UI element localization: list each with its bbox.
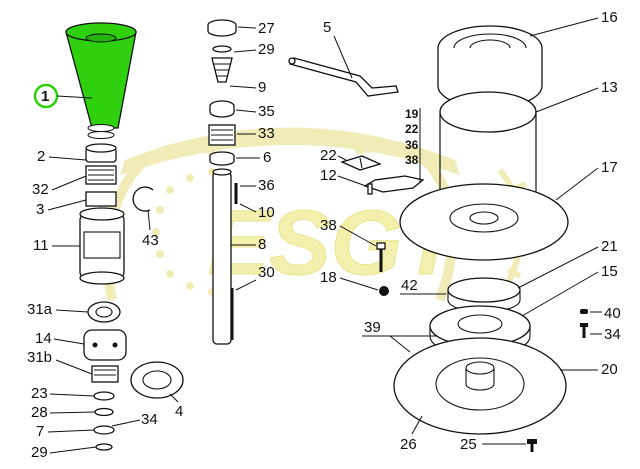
label-31b: 31b: [27, 349, 52, 366]
label-12: 12: [320, 167, 337, 184]
label-36-mid: 36: [258, 177, 275, 194]
label-33: 33: [258, 125, 275, 142]
label-9: 9: [258, 79, 266, 96]
label-14: 14: [35, 330, 52, 347]
label-30: 30: [258, 264, 275, 281]
label-43: 43: [142, 232, 159, 249]
label-18: 18: [320, 269, 337, 286]
label-10: 10: [258, 204, 275, 221]
label-42: 42: [401, 277, 418, 294]
label-7: 7: [36, 423, 44, 440]
label-22: 22: [320, 147, 337, 164]
label-26: 26: [400, 436, 417, 453]
gearbox-stack: [79, 143, 184, 451]
label-38-stack: 38: [405, 153, 419, 167]
part-1-gearbox-cone[interactable]: [65, 22, 137, 139]
label-28: 28: [31, 404, 48, 421]
label-16: 16: [601, 9, 618, 26]
shaft-stack: [207, 19, 238, 345]
label-35: 35: [258, 103, 275, 120]
label-40: 40: [604, 305, 621, 322]
label-31a: 31a: [27, 301, 53, 318]
label-38: 38: [320, 217, 337, 234]
watermark-stars: [152, 168, 216, 296]
label-19: 19: [405, 107, 419, 121]
label-6: 6: [263, 149, 271, 166]
label-20: 20: [601, 361, 618, 378]
label-34-left: 34: [141, 411, 158, 428]
label-22-stack: 22: [405, 122, 419, 136]
arm-and-fasteners: [288, 57, 425, 296]
label-3: 3: [36, 201, 44, 218]
rotor-assembly: [393, 25, 588, 452]
label-5: 5: [323, 19, 331, 36]
label-27: 27: [258, 20, 275, 37]
label-17: 17: [601, 159, 618, 176]
label-29-mid: 29: [258, 41, 275, 58]
label-34-right: 34: [604, 326, 621, 343]
label-11: 11: [33, 237, 49, 254]
label-39: 39: [364, 319, 381, 336]
leader-1: [56, 95, 93, 99]
label-2: 2: [37, 148, 45, 165]
label-29-left: 29: [31, 444, 48, 461]
label-13: 13: [601, 79, 618, 96]
label-8: 8: [258, 236, 266, 253]
label-32: 32: [32, 181, 49, 198]
label-21: 21: [601, 238, 618, 255]
label-4: 4: [175, 403, 183, 420]
label-36-stack: 36: [405, 138, 419, 152]
label-15: 15: [601, 263, 618, 280]
label-23: 23: [31, 385, 48, 402]
label-1: 1: [41, 88, 49, 105]
label-25: 25: [460, 436, 477, 453]
